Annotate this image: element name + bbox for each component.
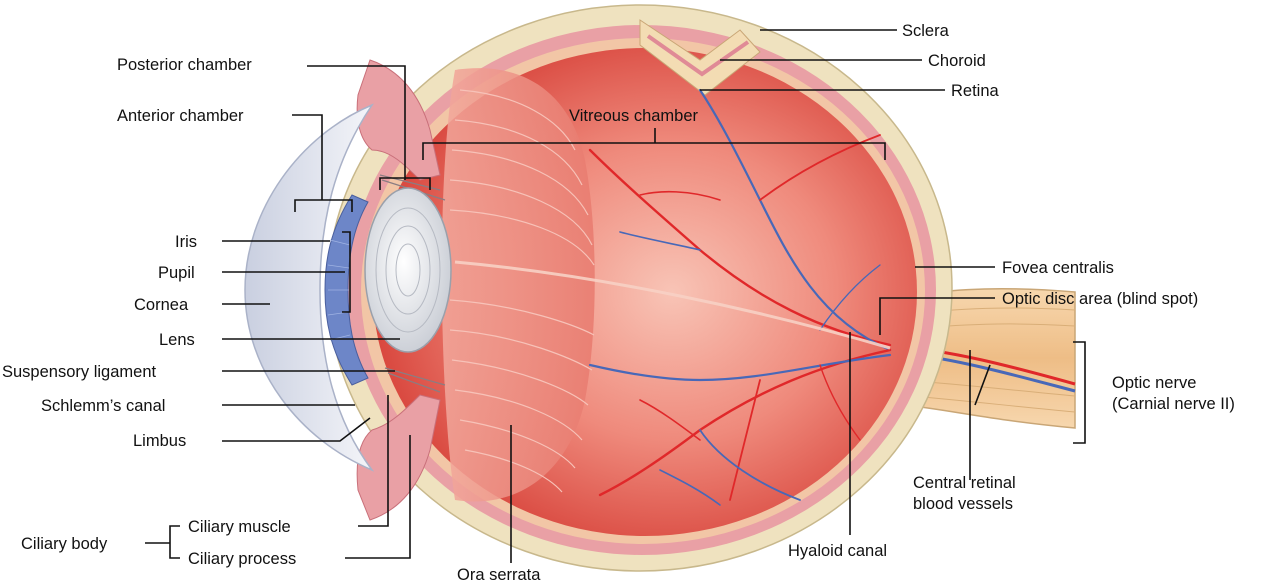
label-iris: Iris [175,233,197,251]
label-pupil: Pupil [158,264,195,282]
hyaloid-canal-shape [454,260,891,350]
label-sclera: Sclera [902,22,950,40]
label-ciliary-process: Ciliary process [188,550,296,568]
layer-cutaway [639,19,761,96]
ciliary-zone [441,68,595,502]
label-ciliary-body: Ciliary body [21,535,108,553]
ciliary-striations [449,89,595,493]
label-fovea-centralis: Fovea centralis [1002,259,1114,277]
cornea-shape [244,103,375,472]
label-posterior-chamber: Posterior chamber [117,56,252,74]
label-cranial-nerve: (Carnial nerve II) [1112,395,1235,413]
label-anterior-chamber: Anterior chamber [117,107,244,125]
label-cornea: Cornea [134,296,189,314]
label-vitreous-chamber: Vitreous chamber [569,107,699,125]
label-suspensory-ligament: Suspensory ligament [2,363,156,381]
retinal-vessels [588,88,892,506]
label-optic-disc: Optic disc area (blind spot) [1002,290,1198,308]
label-optic-nerve: Optic nerve [1112,374,1196,392]
lens-shape [364,187,452,353]
label-blood-vessels: blood vessels [913,495,1013,513]
label-choroid: Choroid [928,52,986,70]
label-central-retinal: Central retinal [913,474,1016,492]
label-limbus: Limbus [133,432,186,450]
label-hyaloid-canal: Hyaloid canal [788,542,887,560]
label-retina: Retina [951,82,1000,100]
leader-lines [145,29,1086,563]
label-ora-serrata: Ora serrata [457,566,541,582]
label-schlemms-canal: Schlemm’s canal [41,397,165,415]
label-lens: Lens [159,331,195,349]
label-ciliary-muscle: Ciliary muscle [188,518,291,536]
